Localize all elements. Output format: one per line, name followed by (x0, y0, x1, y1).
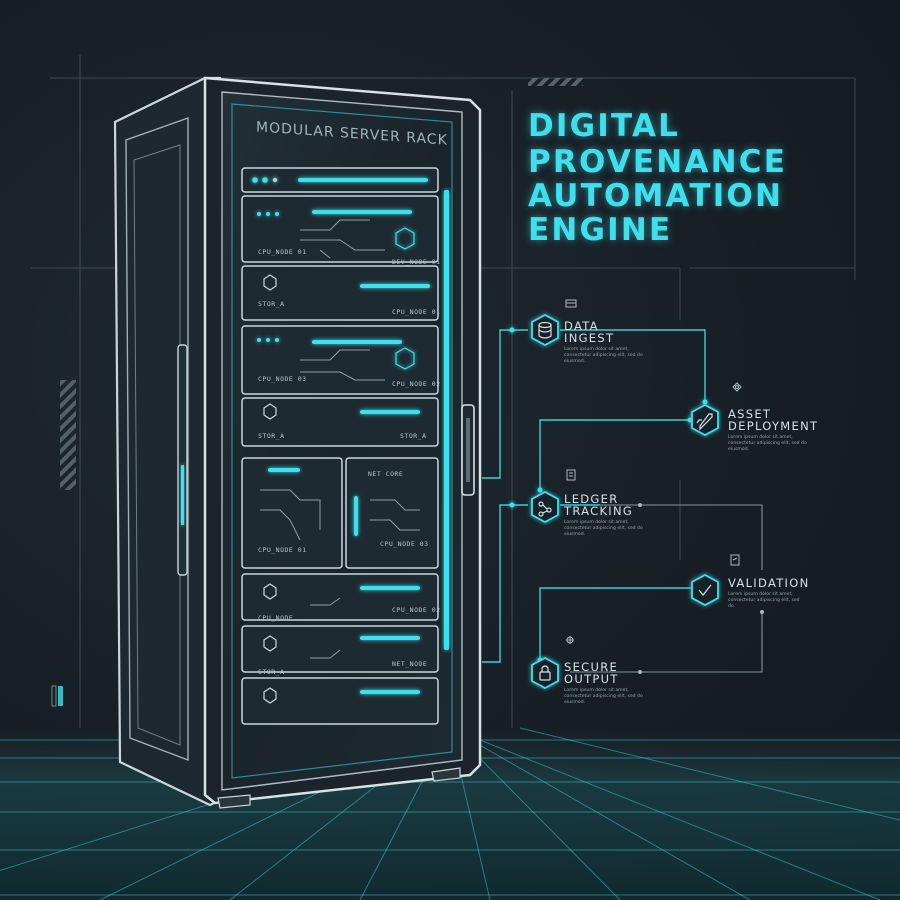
unit-tag: STOR_A (400, 432, 427, 440)
unit-tag: DEV_NODE 01 (392, 258, 441, 266)
unit-tag: CPU_NODE 02 (392, 380, 441, 388)
step-desc: Lorem ipsum dolor sit amet, consectetur … (564, 520, 643, 537)
rack-light-strip (444, 190, 449, 650)
unit-hex-icons (263, 227, 415, 704)
unit-tag: CPU_NODE 02 (392, 606, 441, 614)
unit-tag: CPU_NODE (258, 614, 294, 622)
title-line-1: DIGITAL (528, 108, 681, 144)
unit-tag: STOR_A (258, 300, 285, 308)
title-line-2: PROVENANCE (528, 144, 788, 180)
unit-tag: CPU_NODE 03 (258, 375, 307, 383)
step-desc: Lorem ipsum dolor sit amet, consectetur … (564, 347, 643, 364)
unit-tag: NET_NODE (392, 660, 428, 668)
unit-tag: CPU_NODE 01 (258, 546, 307, 554)
unit-tag: CPU_NODE 01 (258, 248, 307, 256)
step-label-validation: VALIDATION (728, 576, 810, 590)
unit-tag: CPU_NODE 03 (380, 540, 429, 548)
unit-tag: STOR_A (258, 432, 285, 440)
node-glyphs (538, 321, 713, 681)
step-header-glyphs (565, 299, 742, 644)
circuit-traces (260, 219, 420, 659)
server-lights (252, 177, 430, 694)
title-line-4: ENGINE (528, 212, 673, 248)
unit-tag: STOR_A (258, 668, 285, 676)
side-indicator (51, 685, 57, 707)
hatch-block-top (528, 78, 583, 86)
hatch-block-side (60, 380, 76, 490)
title-line-3: AUTOMATION (528, 178, 784, 214)
unit-tag: CPU_NODE 01 (392, 308, 441, 316)
step-desc: Lorem ipsum dolor sit amet, consectetur … (728, 592, 800, 609)
step-desc: Lorem ipsum dolor sit amet, consectetur … (564, 688, 643, 705)
unit-tag: NET CORE (368, 470, 404, 478)
step-desc: Lorem ipsum dolor sit amet, consectetur … (728, 435, 807, 452)
workflow-connectors (482, 329, 763, 673)
